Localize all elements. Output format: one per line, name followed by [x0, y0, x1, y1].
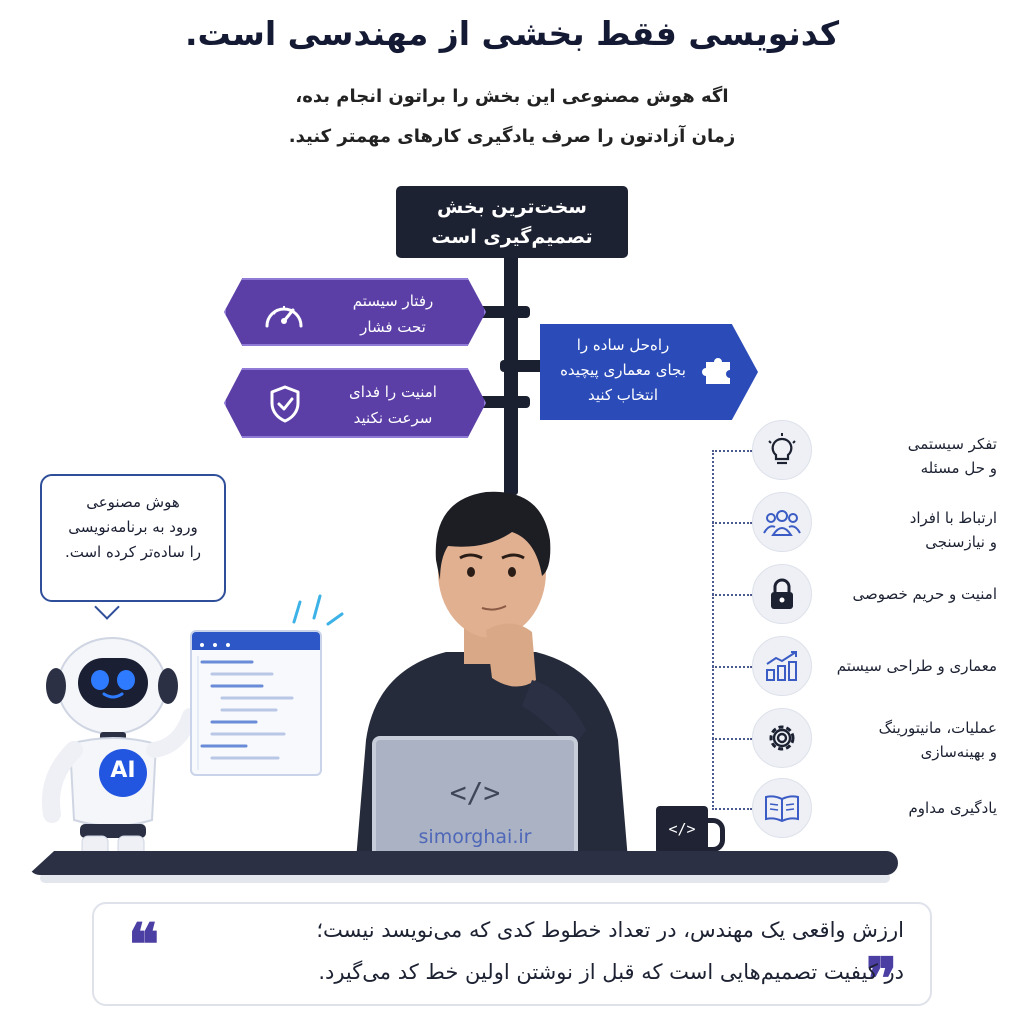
people-icon: [752, 492, 812, 552]
sign-line: بجای معماری پیچیده: [560, 361, 686, 379]
sign-security: امنیت را فدای سرعت نکنید: [224, 368, 486, 438]
quote-box: [92, 902, 932, 1006]
speech-bubble: هوش مصنوعی ورود به برنامه‌نویسی را ساده‌…: [40, 474, 226, 602]
robot-illustration: [42, 637, 198, 859]
shield-check-icon: [270, 385, 300, 423]
laptop-code-symbol: </>: [449, 776, 501, 809]
top-sign-line-2: تصمیم‌گیری است: [431, 226, 593, 248]
feature-item: امنیت و حریم خصوصی: [822, 582, 997, 606]
page-title: کدنویسی فقط بخشی از مهندسی است.: [184, 14, 840, 53]
feature-line: و بهینه‌سازی: [920, 743, 997, 761]
chart-growth-icon: [752, 636, 812, 696]
bubble-line: هوش مصنوعی: [86, 493, 180, 511]
connector-tick: [712, 450, 752, 452]
code-lines-graphic: [197, 656, 294, 770]
feature-line: و نیازسنجی: [925, 533, 997, 551]
sign-line: امنیت را فدای: [349, 383, 437, 401]
sign-simple-solution: راه‌حل ساده را بجای معماری پیچیده انتخاب…: [540, 324, 758, 420]
speedometer-icon: [265, 306, 303, 328]
connector-tick: [712, 666, 752, 668]
connector-tick: [712, 594, 752, 596]
code-window: [190, 630, 322, 776]
feature-line: و حل مسئله: [920, 459, 997, 477]
feature-line: تفکر سیستمی: [907, 435, 997, 453]
laptop: </> simorghai.ir: [372, 736, 578, 862]
signpost-peg: [470, 396, 530, 408]
top-sign-line-1: سخت‌ترین بخش: [437, 196, 587, 218]
feature-item: عملیات، مانیتورینگ و بهینه‌سازی: [822, 716, 997, 764]
mug-code-symbol: </>: [668, 820, 696, 838]
sign-line: راه‌حل ساده را: [576, 336, 670, 354]
connector-tick: [712, 808, 752, 810]
desk: [28, 851, 898, 875]
connector-tick: [712, 738, 752, 740]
bubble-line: ورود به برنامه‌نویسی: [68, 518, 198, 536]
lock-icon: [752, 564, 812, 624]
signpost-peg: [500, 360, 552, 372]
feature-line: معماری و طراحی سیستم: [836, 657, 997, 675]
sign-system-behavior: رفتار سیستم تحت فشار: [224, 278, 486, 346]
quote-line-1: ارزش واقعی یک مهندس، در تعداد خطوط کدی ک…: [316, 918, 904, 942]
lightbulb-icon: [752, 420, 812, 480]
close-quote-icon: ❞: [866, 945, 898, 1013]
sparkle-lines: [292, 594, 344, 626]
robot-ai-badge: AI: [110, 758, 136, 783]
subtitle-line-1: اگه هوش مصنوعی این بخش را براتون انجام ب…: [295, 86, 729, 107]
feature-item: تفکر سیستمی و حل مسئله: [822, 432, 997, 480]
signpost-peg: [470, 306, 530, 318]
feature-line: امنیت و حریم خصوصی: [852, 585, 997, 603]
code-window-titlebar: [192, 632, 320, 650]
open-quote-icon: ❝: [128, 911, 160, 979]
feature-line: ارتباط با افراد: [909, 509, 997, 527]
feature-item: یادگیری مداوم: [822, 796, 997, 820]
feature-item: معماری و طراحی سیستم: [822, 654, 997, 678]
connector-line: [712, 450, 714, 810]
sign-line: رفتار سیستم: [352, 292, 434, 310]
subtitle-line-2: زمان آزادتون را صرف یادگیری کارهای مهمتر…: [288, 126, 736, 147]
gear-icon: [752, 708, 812, 768]
open-book-icon: [752, 778, 812, 838]
feature-line: عملیات، مانیتورینگ: [878, 719, 997, 737]
sign-line: سرعت نکنید: [353, 409, 433, 427]
puzzle-icon: [702, 358, 730, 384]
sign-line: تحت فشار: [360, 318, 426, 336]
signpost-pole: [504, 250, 518, 495]
watermark-text: simorghai.ir: [418, 826, 532, 848]
connector-tick: [712, 522, 752, 524]
quote-line-2: در کیفیت تصمیم‌هایی است که قبل از نوشتن …: [318, 960, 904, 984]
feature-item: ارتباط با افراد و نیازسنجی: [822, 506, 997, 554]
feature-line: یادگیری مداوم: [908, 799, 997, 817]
desk-shadow: [40, 873, 890, 883]
sign-line: انتخاب کنید: [587, 386, 659, 404]
top-sign: سخت‌ترین بخش تصمیم‌گیری است: [396, 186, 628, 258]
mug-handle: [702, 818, 725, 852]
bubble-line: را ساده‌تر کرده است.: [64, 543, 202, 561]
